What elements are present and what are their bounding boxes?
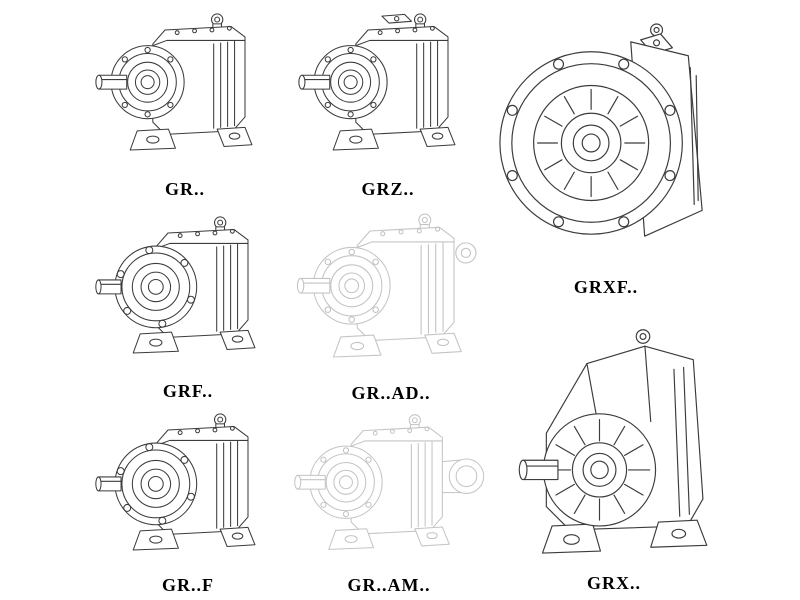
grx-gearbox-drawing [518, 329, 708, 554]
figure-grxf: GRXF.. [492, 4, 720, 300]
figure-grx: GRX.. [498, 304, 730, 596]
figure-grxf-label: GRXF.. [573, 277, 639, 297]
figure-gr-ad-label: GR..AD.. [351, 383, 431, 403]
figure-gr-f: GR..F [88, 406, 288, 598]
gr-am-gearbox-drawing [294, 414, 485, 550]
figure-gr-label: GR.. [165, 179, 205, 199]
figure-grf: GRF.. [88, 206, 288, 404]
grxf-gearbox-drawing [499, 23, 703, 237]
figure-grx-label: GRX.. [587, 573, 641, 593]
figure-grz-label: GRZ.. [361, 179, 415, 199]
grz-gearbox-drawing [298, 13, 456, 151]
grf-gearbox-drawing [95, 216, 256, 354]
figure-gr-ad: GR..AD.. [286, 206, 496, 406]
gr-gearbox-drawing [95, 13, 253, 151]
figure-gr-am: GR..AM.. [284, 406, 494, 598]
gr-f-gearbox-drawing [95, 413, 256, 551]
gr-ad-gearbox-drawing [296, 213, 477, 358]
figure-grz: GRZ.. [288, 2, 488, 202]
figure-grf-label: GRF.. [162, 381, 214, 401]
figure-gr-am-label: GR..AM.. [347, 575, 431, 595]
figure-gr: GR.. [85, 2, 285, 202]
figure-gr-f-label: GR..F [162, 575, 214, 595]
